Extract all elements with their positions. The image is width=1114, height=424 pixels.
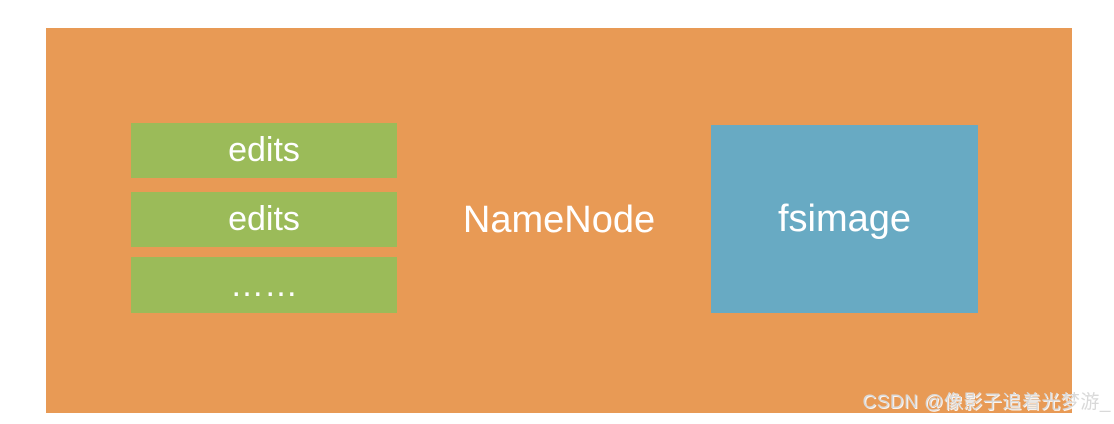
edits-box-ellipsis-label: …… xyxy=(230,265,298,304)
fsimage-label: fsimage xyxy=(777,197,912,240)
csdn-watermark: CSDN @像影子追着光梦游_ xyxy=(862,392,1111,413)
edits-box-2-label: edits xyxy=(228,200,300,238)
edits-box-1-label: edits xyxy=(228,131,300,169)
fsimage-box: fsimage xyxy=(711,125,978,313)
edits-box-ellipsis: …… xyxy=(131,257,397,313)
edits-box-1: edits xyxy=(131,123,397,178)
namenode-label: NameNode xyxy=(462,199,656,241)
edits-box-2: edits xyxy=(131,192,397,247)
